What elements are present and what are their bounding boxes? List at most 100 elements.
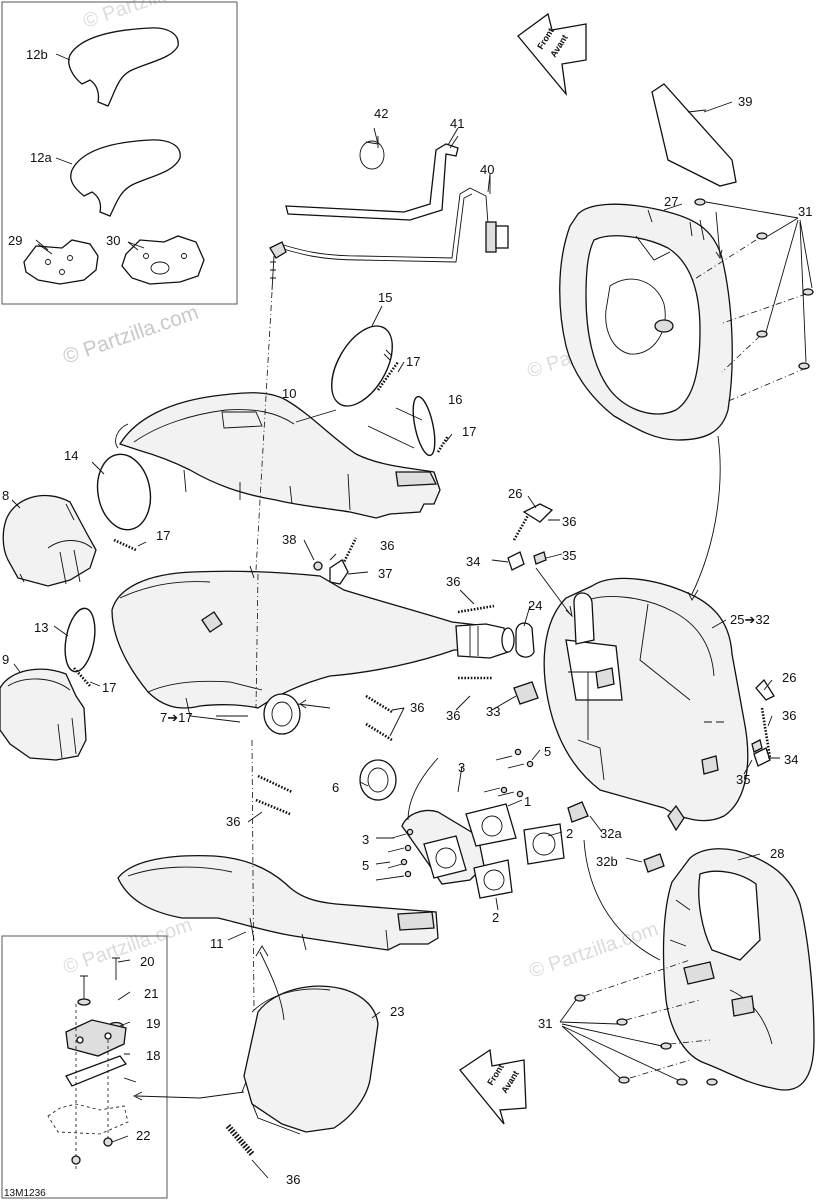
callout-9: 9	[2, 652, 9, 667]
part-29-plate	[23, 239, 99, 285]
watermark-text: © Partzilla.com	[60, 914, 195, 979]
callout-31: 31	[538, 1016, 552, 1031]
part-23-shield	[241, 985, 379, 1135]
part-30-plate	[121, 235, 205, 285]
callout-17: 17	[406, 354, 420, 369]
callout-15: 15	[378, 290, 392, 305]
inset-heat-shields	[1, 1, 238, 305]
callout-25-32: 25➔32	[730, 612, 770, 627]
callout-34: 34	[466, 554, 480, 569]
part-24-coupling	[515, 622, 535, 658]
part-16-clamp	[412, 395, 436, 457]
part-28-cover	[662, 848, 815, 1091]
callout-38: 38	[282, 532, 296, 547]
callout-10: 10	[282, 386, 296, 401]
callout-2: 2	[492, 910, 499, 925]
part-36-spring	[257, 774, 293, 794]
callout-14: 14	[64, 448, 78, 463]
part-35-bolt	[533, 551, 547, 565]
callout-12a: 12a	[30, 150, 52, 165]
part-21-washer	[77, 998, 91, 1006]
callout-16: 16	[448, 392, 462, 407]
callout-17: 17	[102, 680, 116, 695]
part-8-elbow	[2, 494, 97, 587]
callout-27: 27	[664, 194, 678, 209]
callout-24: 24	[528, 598, 542, 613]
part-2-gasket	[473, 859, 513, 899]
callout-19: 19	[146, 1016, 160, 1031]
callouts: 12b 12a 29 30 42 41 40 39 27 31 15 17 10…	[2, 47, 812, 1199]
callout-20: 20	[140, 954, 154, 969]
part-33-block	[513, 681, 539, 705]
callout-28: 28	[770, 846, 784, 861]
part-10-shield	[115, 392, 441, 519]
part-32b-block	[643, 853, 665, 873]
part-40-connector	[485, 221, 497, 253]
inset-frame	[1, 1, 238, 305]
part-38-bolt	[313, 561, 323, 571]
callout-6: 6	[332, 780, 339, 795]
part-19-bracket	[65, 1019, 127, 1057]
callout-7-17: 7➔17	[160, 710, 193, 725]
callout-17: 17	[462, 424, 476, 439]
watermark-text: © Partzilla.com	[60, 301, 201, 369]
callout-35: 35	[562, 548, 576, 563]
callout-22: 22	[136, 1128, 150, 1143]
part-27-cover	[559, 203, 733, 441]
callout-2: 2	[566, 826, 573, 841]
front-arrow-top: Front Avant	[517, 12, 587, 97]
part-41-tube	[285, 143, 459, 221]
part-17-spring	[376, 361, 400, 391]
part-1-manifold	[401, 803, 517, 885]
callout-36: 36	[380, 538, 394, 553]
callout-18: 18	[146, 1048, 160, 1063]
callout-13: 13	[34, 620, 48, 635]
part-36-spring	[255, 798, 291, 816]
part-13-clamp	[64, 607, 96, 673]
callout-36: 36	[446, 708, 460, 723]
part-26-bracket	[522, 503, 554, 523]
part-34-clip	[507, 551, 525, 571]
part-2-gasket	[523, 823, 565, 865]
callout-36: 36	[226, 814, 240, 829]
callout-23: 23	[390, 1004, 404, 1019]
callout-3: 3	[458, 760, 465, 775]
callout-5: 5	[544, 744, 551, 759]
callout-1: 1	[524, 794, 531, 809]
callout-36: 36	[562, 514, 576, 529]
part-36-spring	[225, 1124, 255, 1156]
part-26-bracket	[755, 678, 775, 701]
fasteners-3-5	[375, 748, 534, 881]
drawing-code: 13M1236	[4, 1188, 46, 1199]
part-12b-shield	[68, 27, 179, 107]
callout-36: 36	[286, 1172, 300, 1187]
part-34-clip	[753, 747, 771, 767]
part-17-spring	[73, 667, 91, 687]
part-36-spring	[760, 707, 772, 759]
assembly-lines	[132, 291, 721, 1101]
callout-32a: 32a	[600, 826, 622, 841]
part-36-spring	[365, 694, 393, 714]
callout-36: 36	[446, 574, 460, 589]
part-36-spring	[365, 722, 393, 742]
part-37-bracket	[329, 559, 349, 585]
part-20-bolt	[80, 975, 88, 1000]
part-36-spring	[457, 604, 495, 614]
callout-12b: 12b	[26, 47, 48, 62]
leader-lines	[11, 53, 780, 1179]
part-35-bolt	[751, 739, 763, 753]
callout-40: 40	[480, 162, 494, 177]
callout-41: 41	[450, 116, 464, 131]
part-36-spring	[338, 537, 358, 571]
part-22-nut	[71, 1155, 81, 1165]
callout-32b: 32b	[596, 854, 618, 869]
part-15-clamp	[331, 325, 393, 407]
part-6-ring	[359, 759, 397, 801]
part-7-outlet-ring	[263, 693, 301, 735]
callout-29: 29	[8, 233, 22, 248]
part-42-clamp	[359, 140, 385, 170]
callout-5: 5	[362, 858, 369, 873]
part-18-plate	[65, 1055, 128, 1087]
part-39-pad	[651, 83, 737, 187]
